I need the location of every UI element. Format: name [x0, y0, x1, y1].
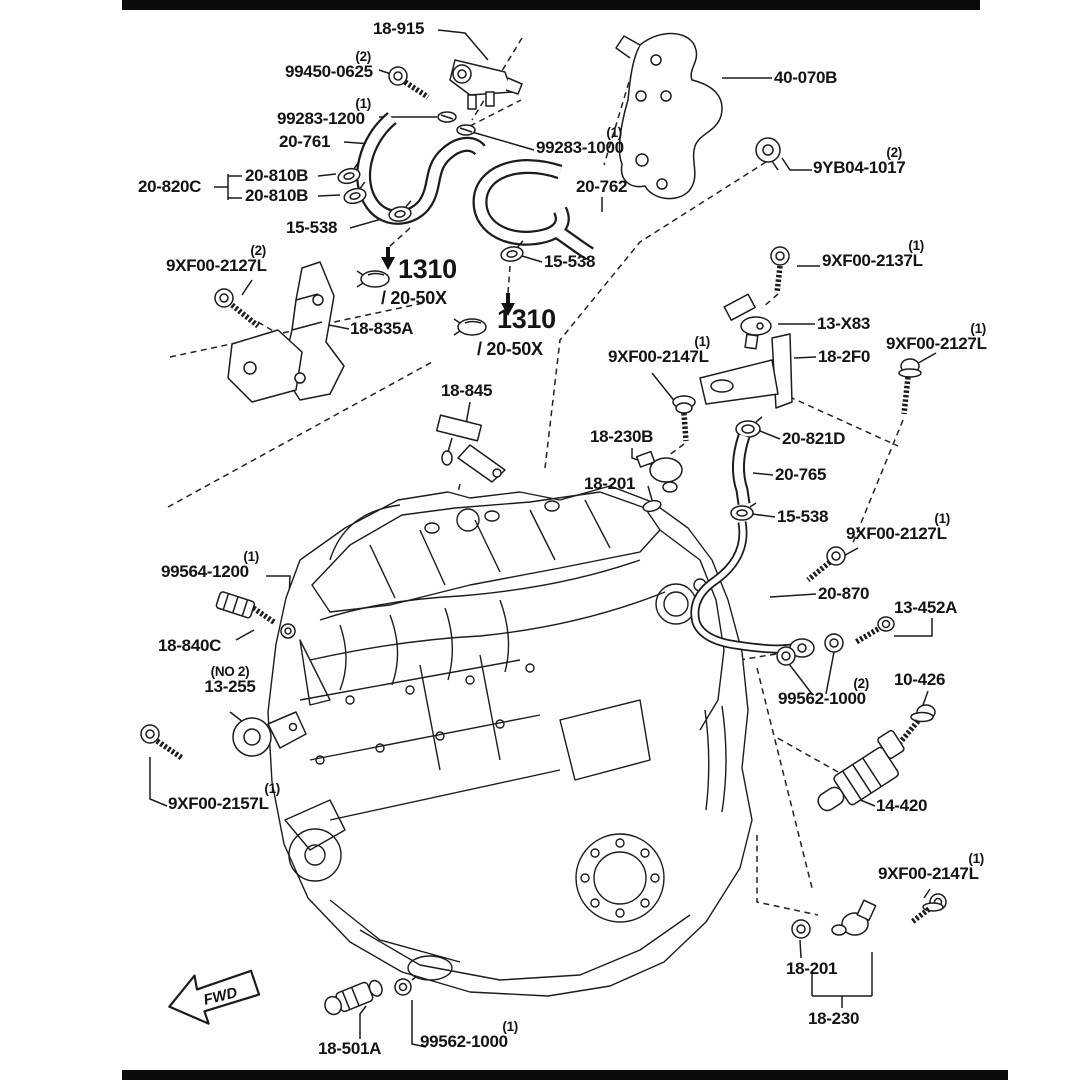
bolt-13-452A — [854, 616, 895, 645]
callout-18-2F0: 18-2F0 — [818, 347, 871, 366]
clamp-20-810B-upper — [337, 161, 361, 185]
callout-18-835A: 18-835A — [350, 319, 414, 338]
sensor-18-915 — [449, 59, 523, 110]
engine-illustration — [267, 485, 753, 997]
bottom-border-bar — [122, 1070, 1008, 1080]
top-border-bar — [122, 0, 980, 10]
clip-99283-1200 — [437, 111, 457, 123]
callout-9XF00-2127L-right-mid: (1)9XF00-2127L — [846, 511, 950, 543]
callout-9XF00-2137L: (1)9XF00-2137L — [822, 238, 924, 270]
callout-20-762: 20-762 — [576, 177, 628, 196]
callout-18-845: 18-845 — [441, 381, 493, 400]
callout-15-538-b: 15-538 — [544, 252, 596, 271]
callout-1310-b: 1310 — [497, 304, 556, 334]
oring-18-201-center — [642, 499, 662, 513]
sensor-13-255 — [232, 711, 307, 757]
screw-99450-0625 — [388, 66, 430, 100]
arrow-to-1310-b — [501, 293, 515, 316]
bracket-18-835A — [227, 261, 345, 403]
washer-99562-1000-bottom — [394, 978, 412, 996]
grommet-9YB04-1017 — [755, 137, 781, 171]
pipe-20-870 — [690, 521, 793, 654]
solenoid-14-420 — [817, 729, 905, 812]
callout-20-50X-a: / 20-50X — [381, 288, 447, 308]
sensor-18-230-bottom — [831, 899, 877, 936]
screw-9XF00-2127L-right-mid — [806, 546, 846, 583]
screw-9XF00-2127L-left — [214, 288, 260, 329]
callout-20-821D: 20-821D — [782, 429, 846, 448]
callout-18-201-bottom: 18-201 — [786, 959, 838, 978]
bolt-9XF00-2147L-center — [672, 395, 696, 442]
callout-1310-a: 1310 — [398, 254, 457, 284]
callout-20-820C: 20-820C — [138, 177, 202, 196]
callout-13-255: (NO 2)13-255 — [204, 664, 256, 696]
hose-20-761 — [356, 112, 486, 225]
callout-99562-1000-bottom: (1)99562-1000 — [420, 1019, 518, 1051]
grommet-1310-a — [356, 270, 390, 288]
callout-18-230B: 18-230B — [590, 427, 654, 446]
screw-9XF00-2157L — [140, 724, 184, 761]
screw-9XF00-2127L-right-top — [898, 358, 922, 415]
washers-99562-1000-right — [776, 633, 844, 666]
callout-9XF00-2157L: (1)9XF00-2157L — [168, 781, 280, 813]
oring-18-201-bottom — [791, 919, 811, 939]
arrow-to-1310-a — [381, 247, 395, 270]
callout-18-230: 18-230 — [808, 1009, 860, 1028]
clamp-20-810B-lower — [343, 181, 367, 205]
callout-99450-0625: (2)99450-0625 — [285, 49, 373, 81]
sensor-18-845 — [435, 414, 506, 483]
callout-20-810B-upper: 20-810B — [245, 166, 309, 185]
callout-15-538-a: 15-538 — [286, 218, 338, 237]
callout-9XF00-2147L-bottom: (1)9XF00-2147L — [878, 851, 984, 883]
washer-99564-1200 — [280, 623, 296, 639]
callout-14-420: 14-420 — [876, 796, 928, 815]
screw-9XF00-2147L-bottom — [910, 893, 947, 925]
sensor-18-840C — [215, 591, 276, 625]
callout-20-765: 20-765 — [775, 465, 827, 484]
screw-9XF00-2137L — [770, 246, 790, 294]
callout-18-501A: 18-501A — [318, 1039, 382, 1058]
grommet-1310-b — [453, 318, 487, 336]
screw-10-426 — [895, 704, 936, 747]
clip-99283-1000 — [456, 124, 476, 136]
clamp-15-538-c — [730, 502, 757, 521]
callout-15-538-c: 15-538 — [777, 507, 829, 526]
callout-9XF00-2127L-left: (2)9XF00-2127L — [166, 243, 267, 275]
callout-10-426: 10-426 — [894, 670, 946, 689]
callout-9YB04-1017: (2)9YB04-1017 — [813, 145, 906, 177]
clamp-20-821D — [735, 416, 763, 438]
callout-9XF00-2127L-right-top: (1)9XF00-2127L — [886, 321, 987, 353]
callout-18-915: 18-915 — [373, 19, 425, 38]
bracket-40-070B — [615, 32, 723, 200]
sensor-18-501A — [324, 979, 383, 1016]
hose-20-762 — [472, 159, 594, 261]
callout-13-452A: 13-452A — [894, 598, 958, 617]
callout-9XF00-2147L-center: (1)9XF00-2147L — [608, 334, 710, 366]
callout-13-X83: 13-X83 — [817, 314, 871, 333]
clamp-15-538-b — [500, 240, 524, 262]
callout-18-201-center: 18-201 — [584, 474, 636, 493]
sensor-13-X83 — [723, 293, 772, 350]
callout-99564-1200: (1)99564-1200 — [161, 549, 259, 581]
fwd-arrow: FWD — [168, 969, 261, 1025]
callout-18-840C: 18-840C — [158, 636, 222, 655]
pipe-20-870-flange — [789, 638, 815, 658]
bracket-18-2F0 — [699, 333, 793, 409]
callout-20-810B-lower: 20-810B — [245, 186, 309, 205]
callout-40-070B: 40-070B — [774, 68, 838, 87]
callout-20-50X-b: / 20-50X — [477, 339, 543, 359]
callout-20-870: 20-870 — [818, 584, 870, 603]
sensor-18-230B — [635, 450, 683, 493]
hose-20-765 — [731, 433, 751, 505]
callout-99562-1000-right: (2)99562-1000 — [778, 676, 869, 708]
callout-20-761: 20-761 — [279, 132, 331, 151]
clamp-15-538-a — [388, 200, 412, 222]
callout-99283-1200: (1)99283-1200 — [277, 96, 371, 128]
callout-99283-1000: (1)99283-1000 — [536, 125, 624, 157]
